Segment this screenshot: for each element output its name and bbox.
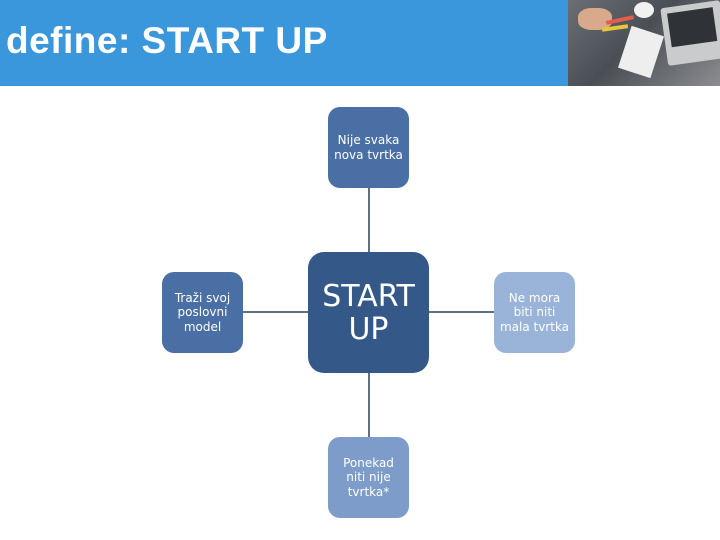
connector-bottom — [368, 373, 370, 437]
page-title: define: START UP — [6, 20, 328, 62]
connector-top — [368, 188, 370, 252]
node-left: Traži svoj poslovni model — [162, 272, 243, 353]
photo-paper — [618, 26, 664, 78]
node-top: Nije svaka nova tvrtka — [328, 107, 409, 188]
node-bottom: Ponekad niti nije tvrtka* — [328, 437, 409, 518]
header-photo — [568, 0, 720, 86]
node-center-label: START UP — [308, 280, 429, 346]
node-right: Ne mora biti niti mala tvrtka — [494, 272, 575, 353]
photo-mug — [634, 2, 654, 18]
photo-laptop-screen — [667, 7, 717, 47]
node-bottom-label: Ponekad niti nije tvrtka* — [334, 456, 403, 499]
node-top-label: Nije svaka nova tvrtka — [334, 133, 403, 162]
header-banner: define: START UP — [0, 0, 720, 86]
connector-left — [243, 311, 308, 313]
photo-laptop — [660, 0, 720, 66]
connector-right — [429, 311, 494, 313]
node-right-label: Ne mora biti niti mala tvrtka — [498, 291, 571, 334]
node-center: START UP — [308, 252, 429, 373]
node-left-label: Traži svoj poslovni model — [166, 291, 239, 334]
